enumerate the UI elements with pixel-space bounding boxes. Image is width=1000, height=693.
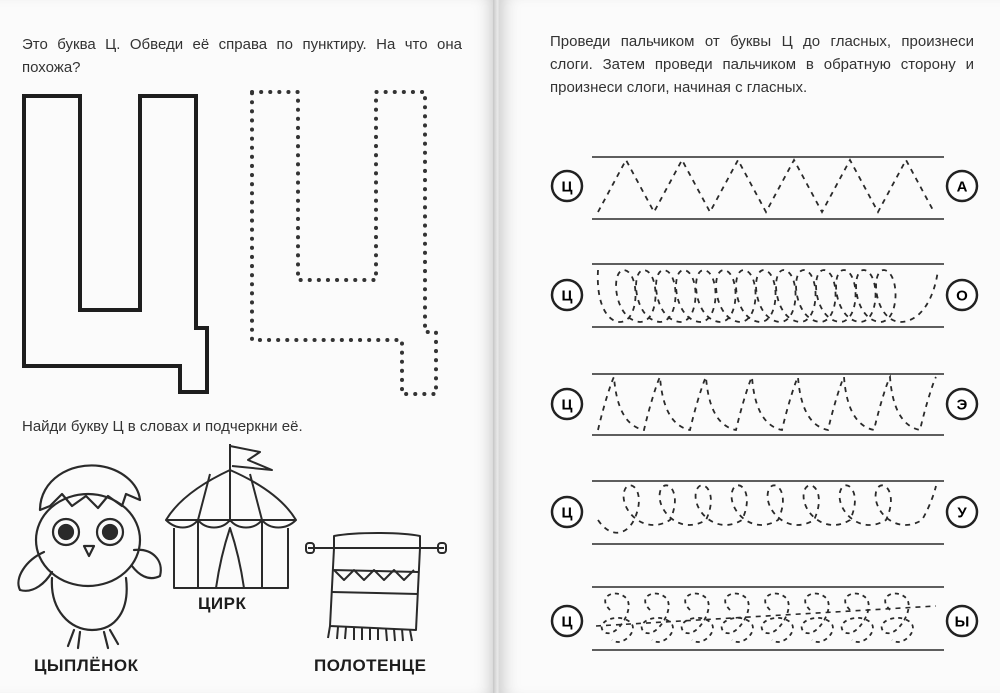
circus-tent-picture: [165, 444, 297, 589]
svg-text:Ц: Ц: [562, 179, 573, 196]
start-badge-row-3: Ц: [550, 387, 584, 421]
find-instruction: Найди букву Ц в словах и подчеркни её.: [22, 418, 303, 435]
end-badge-row-4: У: [945, 495, 979, 529]
right-page: Проведи пальчиком от буквы Ц до гласных,…: [500, 0, 1000, 693]
svg-text:Э: Э: [957, 397, 968, 414]
end-badge-row-5: Ы: [945, 604, 979, 638]
word-circus: ЦИРК: [198, 594, 247, 613]
solid-letter-tse-outline: [22, 94, 209, 394]
tracing-row-5: [592, 586, 944, 651]
svg-text:О: О: [956, 288, 968, 305]
svg-text:Ц: Ц: [562, 505, 573, 522]
svg-text:Ц: Ц: [562, 614, 573, 631]
towel-picture: [305, 532, 447, 642]
syllable-tracing-rows: Ц Ц Ц Ц Ц А О Э У Ы: [550, 156, 979, 651]
picture-illustrations: [17, 444, 447, 650]
svg-text:Ц: Ц: [562, 288, 573, 305]
start-badge-row-5: Ц: [550, 604, 584, 638]
end-badge-row-3: Э: [945, 387, 979, 421]
svg-text:Ы: Ы: [955, 614, 970, 631]
tracing-row-4: [592, 480, 944, 545]
left-page: Это буква Ц. Обведи её справа по пунктир…: [0, 0, 495, 693]
tracing-row-1: [592, 156, 944, 220]
svg-text:Ц: Ц: [562, 397, 573, 414]
svg-text:У: У: [957, 505, 967, 522]
tracing-row-3: [592, 373, 944, 436]
trace-instruction: Это буква Ц. Обведи её справа по пунктир…: [22, 36, 462, 76]
chick-picture: [17, 464, 162, 650]
tracing-row-2: [592, 263, 944, 328]
svg-text:А: А: [957, 179, 968, 196]
book-spine: [493, 0, 502, 693]
word-towel: ПОЛОТЕНЦЕ: [314, 656, 427, 675]
start-badge-row-1: Ц: [550, 169, 584, 203]
start-badge-row-2: Ц: [550, 278, 584, 312]
end-badge-row-1: А: [945, 169, 979, 203]
end-badge-row-2: О: [945, 278, 979, 312]
start-badge-row-4: Ц: [550, 495, 584, 529]
letter-tse-figures: [22, 90, 438, 396]
word-chick: ЦЫПЛЁНОК: [34, 656, 139, 675]
syllable-instruction: Проведи пальчиком от буквы Ц до гласных,…: [550, 33, 974, 96]
